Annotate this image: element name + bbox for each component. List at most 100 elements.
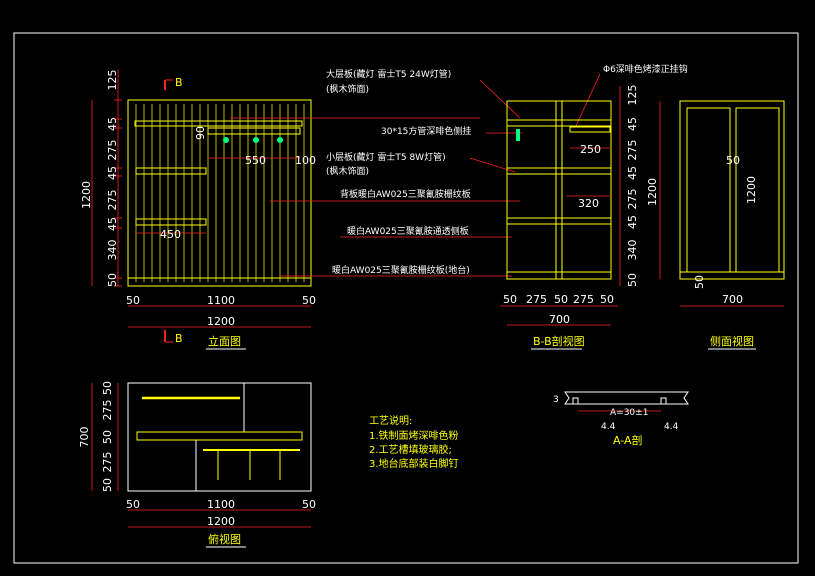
section-dim-right: 50 (626, 273, 639, 287)
section-dim-right: 340 (626, 240, 639, 261)
plan-dim-total-depth: 700 (78, 427, 91, 448)
section-dim-right: 45 (626, 117, 639, 131)
detail-dim-a: A=30±1 (610, 408, 648, 418)
section-hook-bar (569, 126, 611, 133)
elevation-dim-left: 45 (106, 166, 119, 180)
side-title: 侧面视图 (710, 334, 754, 348)
section-dim-bottom: 50 (554, 293, 568, 306)
section-shelf-top (506, 119, 612, 127)
elevation-dim-hook-offset: 90 (194, 126, 207, 140)
hook-icon (253, 137, 259, 143)
plan-dim-bottom: 1100 (207, 498, 235, 511)
elevation-dim-left: 125 (106, 70, 119, 91)
elevation-top-shelf (134, 120, 303, 127)
section-dim-right: 45 (626, 215, 639, 229)
notes-title: 工艺说明: (369, 414, 412, 427)
plan-dim-left: 50 (101, 381, 114, 395)
section-dim-right: 45 (626, 166, 639, 180)
notes-item: 1.铁制面烤深啡色粉 (369, 429, 459, 442)
elevation-dim-left: 45 (106, 217, 119, 231)
notes-item: 3.地台底部装白脚钉 (369, 457, 459, 470)
elevation-slats (135, 104, 305, 282)
section-dim-bottom: 50 (503, 293, 517, 306)
plan-dim-bottom: 50 (302, 498, 316, 511)
elevation-dim-left: 45 (106, 117, 119, 131)
elevation-dim-rail-right: 100 (295, 154, 316, 167)
elevation-dim-bottom: 50 (302, 294, 316, 307)
side-dim-mid: 50 (726, 154, 740, 167)
plan-dim-left: 275 (101, 452, 114, 473)
plan-dim-total-width: 1200 (207, 515, 235, 528)
detail-dim-right: 4.4 (664, 422, 679, 432)
elevation-dim-left: 50 (106, 273, 119, 287)
plan-dim-bottom: 50 (126, 498, 140, 511)
elevation-frame (127, 99, 312, 287)
plan-center-post (136, 431, 303, 441)
hook-icon (223, 137, 229, 143)
section-dim-bottom: 275 (573, 293, 594, 306)
elevation-shelf-2 (135, 218, 207, 226)
detail-groove (660, 397, 667, 405)
callout-small-shelf-note: (枫木饰面) (326, 165, 369, 177)
side-frame (679, 100, 785, 280)
section-bracket (516, 129, 520, 141)
callout-leader (479, 79, 521, 119)
side-view: 50 1200 50 700 侧面视图 (679, 100, 785, 350)
section-mark-b-top: B (175, 76, 183, 89)
section-dim-right: 125 (626, 85, 639, 106)
section-dim-right: 275 (626, 140, 639, 161)
detail-title: A-A剖 (613, 433, 643, 447)
plan-dim-left: 50 (101, 478, 114, 492)
elevation-hanging-rail (207, 127, 301, 135)
elevation-dim-left: 340 (106, 240, 119, 261)
side-dim-height: 1200 (745, 176, 758, 204)
plan-title: 俯视图 (208, 532, 241, 546)
section-center-post (555, 100, 563, 280)
detail-dim-left: 4.4 (601, 422, 616, 432)
detail-dim-thick: 3 (553, 395, 559, 405)
elevation-dim-rail: 550 (245, 154, 266, 167)
callouts: 大层板(藏灯 雷士T5 24W灯管) (枫木饰面) 30*15方管深啡色侧挂 小… (230, 63, 688, 277)
elevation-view: 125 45 275 45 275 45 340 50 1200 90 550 … (80, 70, 316, 350)
elevation-title: 立面图 (208, 334, 241, 348)
callout-small-shelf: 小层板(藏灯 雷士T5 8W灯管) (326, 151, 446, 163)
callout-leader (469, 157, 516, 173)
section-title: B-B剖视图 (533, 334, 585, 348)
plan-view: 50 275 50 275 50 700 50 1100 50 1200 俯视图 (78, 381, 316, 548)
detail-groove (572, 397, 579, 405)
callout-big-shelf-note: (枫木饰面) (326, 83, 369, 95)
section-frame (506, 100, 612, 280)
section-dim-right: 275 (626, 189, 639, 210)
callout-big-shelf: 大层板(藏灯 雷士T5 24W灯管) (326, 68, 451, 80)
elevation-shelf-1 (135, 167, 207, 175)
elevation-dim-left: 275 (106, 190, 119, 211)
section-shelf-mid (506, 167, 612, 175)
side-dim-width: 700 (722, 293, 743, 306)
section-dim-shelf: 320 (578, 197, 599, 210)
section-dim-bottom: 50 (600, 293, 614, 306)
elevation-dim-bottom: 1100 (207, 294, 235, 307)
callout-side-panel: 暖白AW025三聚氰胺通透侧板 (347, 225, 469, 237)
elevation-left-ticks (114, 99, 122, 287)
section-dim-hook: 250 (580, 143, 601, 156)
callout-base-panel: 暖白AW025三聚氰胺栅纹板(地台) (332, 264, 470, 276)
elevation-dim-shelf: 450 (160, 228, 181, 241)
side-panel-left (686, 107, 731, 273)
elevation-dim-total-height: 1200 (80, 181, 93, 209)
section-mark-b-bottom: B (175, 332, 183, 345)
elevation-dim-bottom: 50 (126, 294, 140, 307)
drawing-border (13, 32, 799, 564)
section-shelf-low (506, 217, 612, 225)
callout-back-panel: 背板暖白AW025三聚氰胺栅纹板 (340, 188, 471, 200)
process-notes: 工艺说明: 1.铁制面烤深啡色粉 2.工艺槽填玻璃胶; 3.地台底部装白脚钉 (369, 414, 459, 470)
elevation-dim-left: 275 (106, 140, 119, 161)
side-dim-bottom-left: 50 (693, 275, 706, 289)
callout-hook: Φ6深啡色烤漆正挂钩 (603, 63, 688, 75)
callout-square-tube: 30*15方管深啡色侧挂 (381, 125, 471, 137)
hook-icon (277, 137, 283, 143)
detail-aa-view: A=30±1 4.4 4.4 3 A-A剖 (553, 391, 689, 447)
plan-frame (127, 382, 312, 492)
notes-item: 2.工艺槽填玻璃胶; (369, 443, 452, 456)
section-dim-total-width: 700 (549, 313, 570, 326)
